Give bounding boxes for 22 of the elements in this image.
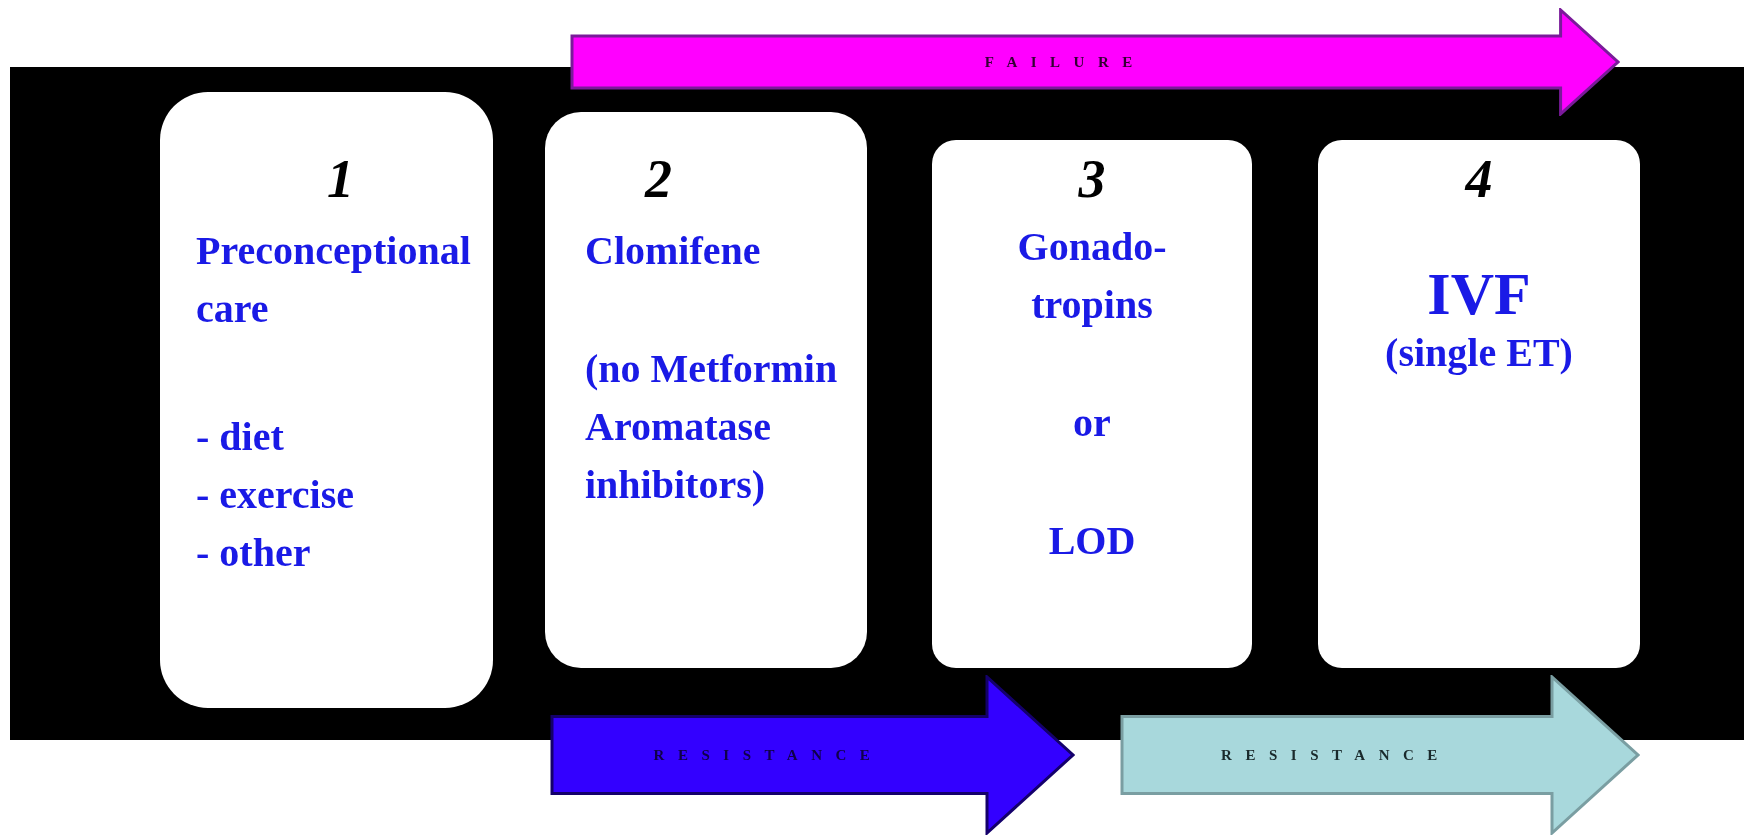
step-card — [1318, 140, 1640, 668]
step-text: Preconceptional care — [196, 227, 472, 333]
step-text: Gonado-tropins — [1016, 223, 1168, 329]
step-number: 2 — [643, 152, 673, 206]
step-text: - exercise — [196, 471, 356, 519]
step-text: - other — [196, 529, 312, 577]
step-number: 1 — [326, 152, 355, 206]
step-card — [545, 112, 867, 668]
step-text: IVF — [1426, 264, 1532, 324]
step-number: 4 — [1463, 152, 1494, 206]
step-text: or — [1072, 399, 1112, 447]
step-text: (no Metformin Aromatase inhibitors) — [585, 345, 839, 509]
step-text: (single ET) — [1384, 329, 1574, 377]
step-text: LOD — [1047, 517, 1137, 565]
arrow-label: FAILURE — [984, 52, 1146, 72]
step-text: Clomifene — [585, 227, 762, 275]
step-card — [932, 140, 1252, 668]
step-card — [160, 92, 493, 708]
step-number: 3 — [1077, 152, 1107, 206]
step-text: - diet — [196, 413, 285, 461]
arrow-label: RESISTANCE — [1221, 745, 1451, 765]
arrow-label: RESISTANCE — [653, 745, 884, 765]
